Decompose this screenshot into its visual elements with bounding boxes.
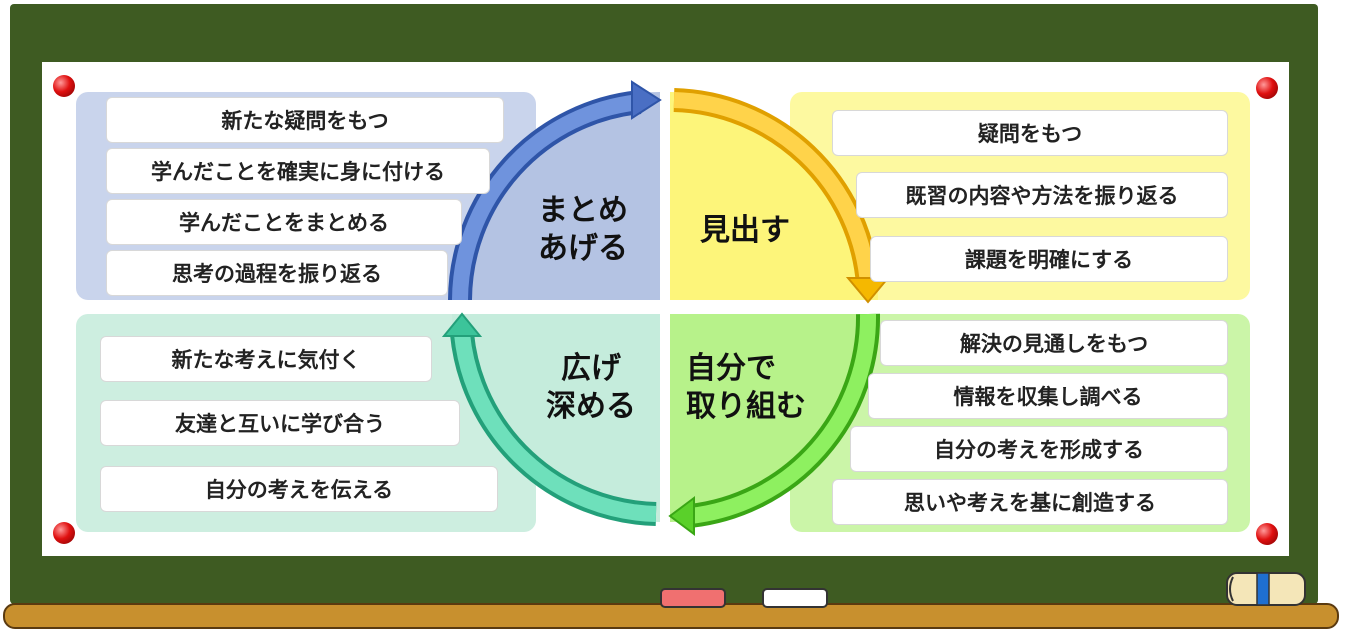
label-matome-line1: まとめ: [538, 193, 628, 228]
item-box: 学んだことを確実に身に付ける: [106, 148, 490, 194]
item-box: 新たな疑問をもつ: [106, 97, 504, 143]
label-hirogeru-line1: 広げ: [561, 351, 621, 386]
item-box: 自分の考えを形成する: [850, 426, 1228, 472]
quadrant-hirogeru: [452, 314, 660, 522]
quadrant-torikumu: [670, 314, 878, 522]
item-box: 新たな考えに気付く: [100, 336, 432, 382]
item-box: 自分の考えを伝える: [100, 466, 498, 512]
item-box: 友達と互いに学び合う: [100, 400, 460, 446]
quadrant-matome: [452, 92, 660, 300]
white-chalk: [762, 588, 828, 608]
quadrant-midasu: [670, 92, 878, 300]
label-matome: まとめ あげる: [528, 192, 638, 268]
item-box: 疑問をもつ: [832, 110, 1228, 156]
label-hirogeru-line2: 深める: [546, 389, 636, 424]
item-box: 学んだことをまとめる: [106, 199, 462, 245]
red-pin-bottom-right: [1256, 523, 1278, 545]
red-pin-top-right: [1256, 77, 1278, 99]
eraser-icon: [1226, 572, 1306, 606]
item-box: 課題を明確にする: [870, 236, 1228, 282]
item-box: 既習の内容や方法を振り返る: [856, 172, 1228, 218]
item-box: 思考の過程を振り返る: [106, 250, 448, 296]
label-torikumu-line1: 自分で: [686, 351, 776, 386]
red-pin-bottom-left: [53, 522, 75, 544]
red-chalk: [660, 588, 726, 608]
label-midasu-line1: 見出す: [700, 213, 790, 248]
item-box: 情報を収集し調べる: [868, 373, 1228, 419]
red-pin-top-left: [53, 75, 75, 97]
label-torikumu: 自分で 取り組む: [686, 350, 826, 426]
item-box: 思いや考えを基に創造する: [832, 479, 1228, 525]
item-box: 解決の見通しをもつ: [880, 320, 1228, 366]
label-matome-line2: あげる: [538, 231, 628, 266]
label-hirogeru: 広げ 深める: [536, 350, 646, 426]
label-midasu: 見出す: [690, 212, 800, 250]
label-torikumu-line2: 取り組む: [686, 389, 806, 424]
